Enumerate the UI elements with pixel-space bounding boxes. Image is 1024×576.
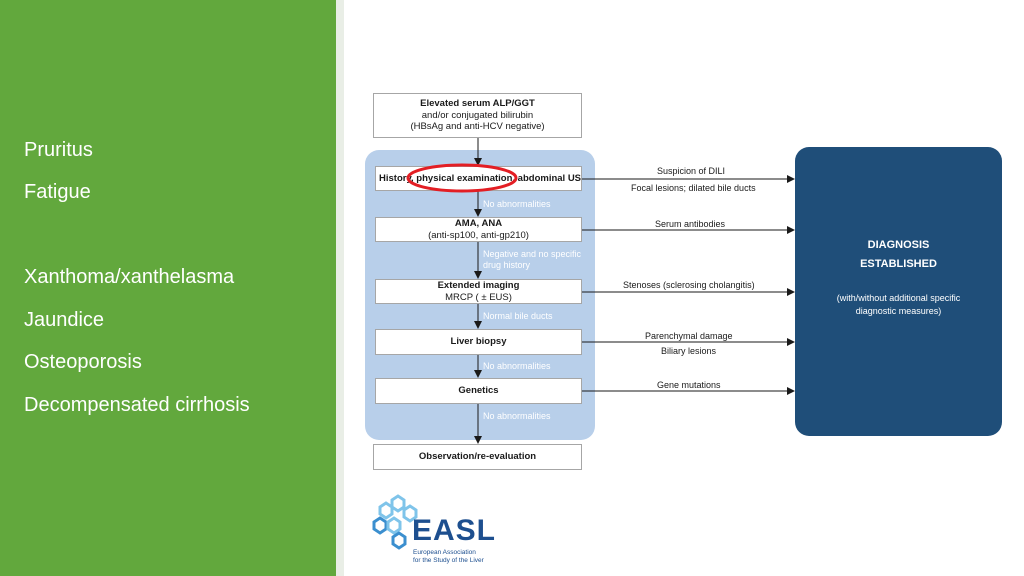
step-genetics-label: Genetics [458,385,499,397]
start-line-3: (HBsAg and anti-HCV negative) [410,121,545,133]
step-imaging-line-1: Extended imaging [437,279,520,291]
finding-serum-antibodies: Serum antibodies [655,219,726,229]
end-box: Observation/re-evaluation [373,444,582,470]
easl-logo-mark [372,494,418,550]
step-history-label: History, physical examination, abdominal… [379,172,582,184]
end-label: Observation/re-evaluation [418,451,537,463]
diagnosis-title-1: DIAGNOSIS [867,239,930,251]
symptom-osteoporosis: Osteoporosis [24,351,142,373]
transition-5: No abnormalities [483,411,551,421]
easl-logo-subtitle: European Association for the Study of th… [413,549,484,565]
finding-biliary: Biliary lesions [661,346,717,356]
symptom-decompensated-cirrhosis: Decompensated cirrhosis [24,394,250,416]
diagnosis-sub-2: diagnostic measures) [855,306,942,316]
sidebar [0,0,336,576]
easl-logo-text: EASL [412,514,497,547]
transition-3: Normal bile ducts [483,311,553,321]
finding-stenoses: Stenoses (sclerosing cholangitis) [623,280,755,290]
step-antibodies-line-2: (anti-sp100, anti-gp210) [428,229,529,241]
sidebar-divider [336,0,344,576]
diagnosis-title-2: ESTABLISHED [860,258,937,270]
diagnosis-box: DIAGNOSIS ESTABLISHED (with/without addi… [795,147,1002,436]
finding-parenchymal: Parenchymal damage [645,331,733,341]
transition-4: No abnormalities [483,361,551,371]
start-box: Elevated serum ALP/GGT and/or conjugated… [373,93,582,138]
diagnosis-sub-1: (with/without additional specific [836,293,961,303]
step-imaging-line-2: MRCP ( ± EUS) [445,291,512,303]
step-antibodies-box: AMA, ANA (anti-sp100, anti-gp210) [375,217,582,242]
highlight-ellipse [406,163,518,193]
symptom-jaundice: Jaundice [24,309,105,331]
symptom-fatigue: Fatigue [24,181,91,203]
step-antibodies-line-1: AMA, ANA [454,217,503,229]
finding-focal-lesions: Focal lesions; dilated bile ducts [631,183,756,193]
start-line-1: Elevated serum ALP/GGT [420,97,535,109]
finding-gene-mutations: Gene mutations [657,380,721,390]
symptom-pruritus: Pruritus [24,139,93,161]
step-genetics-box: Genetics [375,378,582,404]
step-imaging-box: Extended imaging MRCP ( ± EUS) [375,279,582,304]
start-line-2: and/or conjugated bilirubin [421,109,534,121]
transition-1: No abnormalities [483,199,551,209]
step-biopsy-label: Liver biopsy [450,336,507,348]
step-biopsy-box: Liver biopsy [375,329,582,355]
finding-dili: Suspicion of DILI [657,166,726,176]
symptom-xanthoma: Xanthoma/xanthelasma [24,266,235,288]
